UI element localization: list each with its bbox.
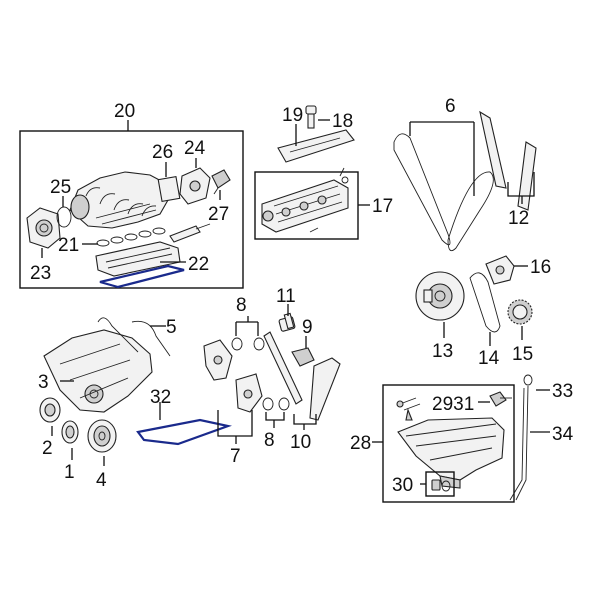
callout-32[interactable]: 32: [150, 387, 171, 408]
drain-plug-sensor[interactable]: [489, 391, 512, 407]
oil-pump[interactable]: [203, 339, 263, 413]
callout-2931[interactable]: 2931: [432, 394, 474, 415]
valve-cover[interactable]: [261, 167, 349, 233]
secondary-chain[interactable]: [469, 272, 501, 333]
callout-16[interactable]: 16: [530, 257, 551, 278]
timing-cover[interactable]: [43, 329, 153, 413]
crank-pulley-hub[interactable]: [61, 420, 79, 444]
oil-pump-group: 8 7 8 10 11: [203, 286, 341, 467]
callout-28[interactable]: 28: [350, 433, 371, 454]
throttle-gasket[interactable]: [56, 206, 72, 228]
callout-8a[interactable]: 8: [236, 295, 247, 316]
callout-33[interactable]: 33: [552, 381, 573, 402]
intake-gaskets[interactable]: [96, 227, 166, 247]
cam-sprocket[interactable]: [415, 271, 465, 321]
cover-gaskets[interactable]: [97, 317, 171, 357]
drain-plug-box: [420, 471, 455, 497]
callout-17[interactable]: 17: [372, 196, 393, 217]
o-rings-lower[interactable]: [262, 397, 290, 411]
callout-24[interactable]: 24: [184, 138, 206, 159]
callout-13[interactable]: 13: [432, 341, 453, 362]
group-box-28: [382, 384, 515, 503]
timing-chain-group: 6 12: [393, 96, 537, 252]
oil-pan-group: 28 2931 30: [350, 384, 515, 503]
callout-20[interactable]: 20: [114, 101, 135, 122]
callout-22[interactable]: 22: [188, 254, 209, 275]
dipstick-group: 33 34: [509, 374, 574, 501]
intake-gasket-highlight: [99, 264, 185, 289]
callout-23[interactable]: 23: [30, 263, 51, 284]
chain-tensioner[interactable]: [485, 255, 515, 285]
callout-19[interactable]: 19: [282, 105, 303, 126]
crank-sprocket[interactable]: [507, 299, 533, 325]
callout-25[interactable]: 25: [50, 177, 71, 198]
callout-27[interactable]: 27: [208, 204, 229, 225]
callout-10[interactable]: 10: [290, 432, 311, 453]
callout-9[interactable]: 9: [302, 317, 313, 338]
oil-pan[interactable]: [397, 417, 505, 489]
timing-cover-group: 3 5 2 1 4 32: [38, 317, 232, 491]
lower-intake-plenum[interactable]: [95, 241, 185, 289]
o-rings-upper[interactable]: [231, 337, 265, 351]
callout-26[interactable]: 26: [152, 142, 173, 163]
callout-34[interactable]: 34: [552, 424, 574, 445]
callout-8b[interactable]: 8: [264, 430, 275, 451]
map-sensor[interactable]: [211, 169, 231, 195]
dipstick[interactable]: [509, 374, 533, 501]
crank-pulley[interactable]: [87, 419, 117, 453]
oil-pan-gasket-lower[interactable]: [136, 418, 232, 446]
callout-1[interactable]: 1: [64, 462, 75, 483]
valve-cover-group: 18 19 17: [254, 105, 393, 240]
callout-15[interactable]: 15: [512, 344, 533, 365]
callout-2[interactable]: 2: [42, 438, 53, 459]
chain-guide-bolt[interactable]: [278, 312, 296, 332]
callout-18[interactable]: 18: [332, 111, 353, 132]
tensioner[interactable]: [291, 347, 315, 367]
callout-21[interactable]: 21: [58, 235, 79, 256]
sprocket-group: 13 14 16 15: [415, 255, 551, 369]
callout-11[interactable]: 11: [276, 286, 296, 307]
callout-3[interactable]: 3: [38, 372, 49, 393]
chain-tensioner-arm[interactable]: [263, 331, 341, 421]
intake-manifold[interactable]: [69, 171, 169, 229]
callout-12[interactable]: 12: [508, 208, 529, 229]
group-box-20: [19, 130, 244, 289]
callout-7[interactable]: 7: [230, 446, 241, 467]
intake-manifold-group: 20 23 25 21: [19, 101, 244, 289]
oil-pan-bolts[interactable]: [396, 397, 421, 421]
throttle-plate-gasket[interactable]: [157, 175, 181, 203]
throttle-body[interactable]: [26, 207, 61, 249]
coil-cover[interactable]: [277, 129, 355, 163]
callout-14[interactable]: 14: [478, 348, 500, 369]
timing-chain[interactable]: [393, 133, 494, 252]
callout-30[interactable]: 30: [392, 475, 413, 496]
manifold-actuator[interactable]: [179, 167, 211, 205]
callout-5[interactable]: 5: [166, 317, 177, 338]
callout-4[interactable]: 4: [96, 470, 107, 491]
oil-filler-cap[interactable]: [305, 105, 317, 129]
crankshaft-seal[interactable]: [39, 397, 61, 423]
fuel-injector[interactable]: [169, 223, 211, 243]
callout-6[interactable]: 6: [445, 96, 456, 117]
chain-guides[interactable]: [479, 110, 537, 211]
